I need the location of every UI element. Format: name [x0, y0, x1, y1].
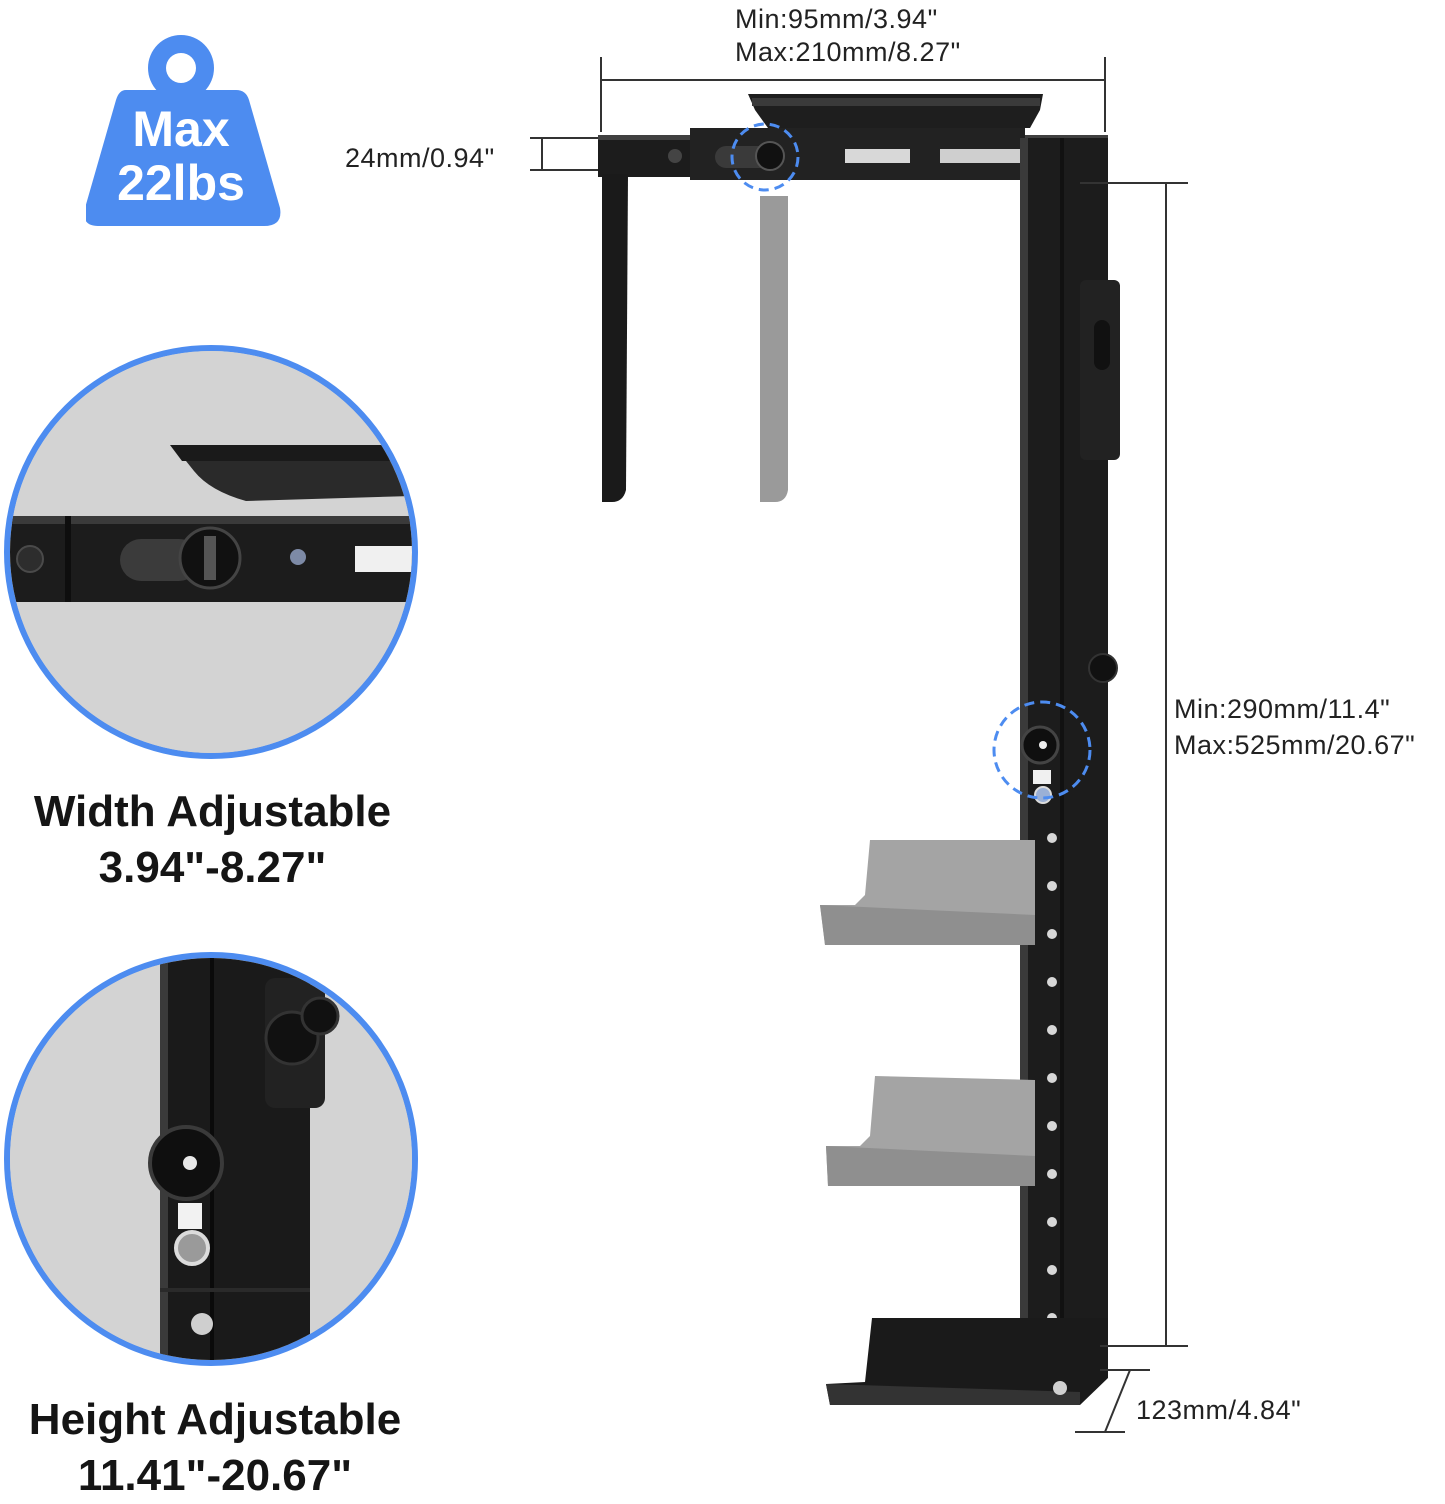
thickness-label: 24mm/0.94"	[345, 143, 495, 173]
height-adjust-closeup	[4, 952, 418, 1366]
width-knob-highlight	[730, 122, 800, 192]
height-dimension-line	[1080, 182, 1188, 1347]
width-caption: Width Adjustable 3.94"-8.27"	[0, 784, 425, 896]
badge-line-weight: 22lbs	[117, 155, 245, 211]
thickness-dimension-line	[530, 137, 600, 171]
width-caption-title: Width Adjustable	[33, 787, 392, 836]
weight-icon	[84, 35, 281, 226]
depth-label: 123mm/4.84"	[1136, 1395, 1302, 1425]
width-min-label: Min:95mm/3.94"	[735, 4, 938, 34]
height-caption-range: 11.41"-20.67"	[77, 1451, 353, 1500]
width-adjust-closeup	[4, 345, 418, 759]
height-caption-title: Height Adjustable	[28, 1395, 402, 1444]
width-max-label: Max:210mm/8.27"	[735, 37, 961, 67]
depth-dimension-line	[1075, 1369, 1150, 1433]
height-knob-highlight	[992, 700, 1092, 800]
width-caption-range: 3.94"-8.27"	[98, 843, 327, 892]
height-min-label: Min:290mm/11.4"	[1174, 694, 1391, 724]
max-weight-badge: Max 22lbs	[84, 28, 282, 228]
height-max-label: Max:525mm/20.67"	[1174, 730, 1416, 760]
badge-line-max: Max	[132, 101, 230, 157]
cpu-holder-illustration	[530, 57, 1188, 1433]
width-dimension-line	[600, 57, 1106, 132]
height-caption: Height Adjustable 11.41"-20.67"	[0, 1392, 430, 1504]
